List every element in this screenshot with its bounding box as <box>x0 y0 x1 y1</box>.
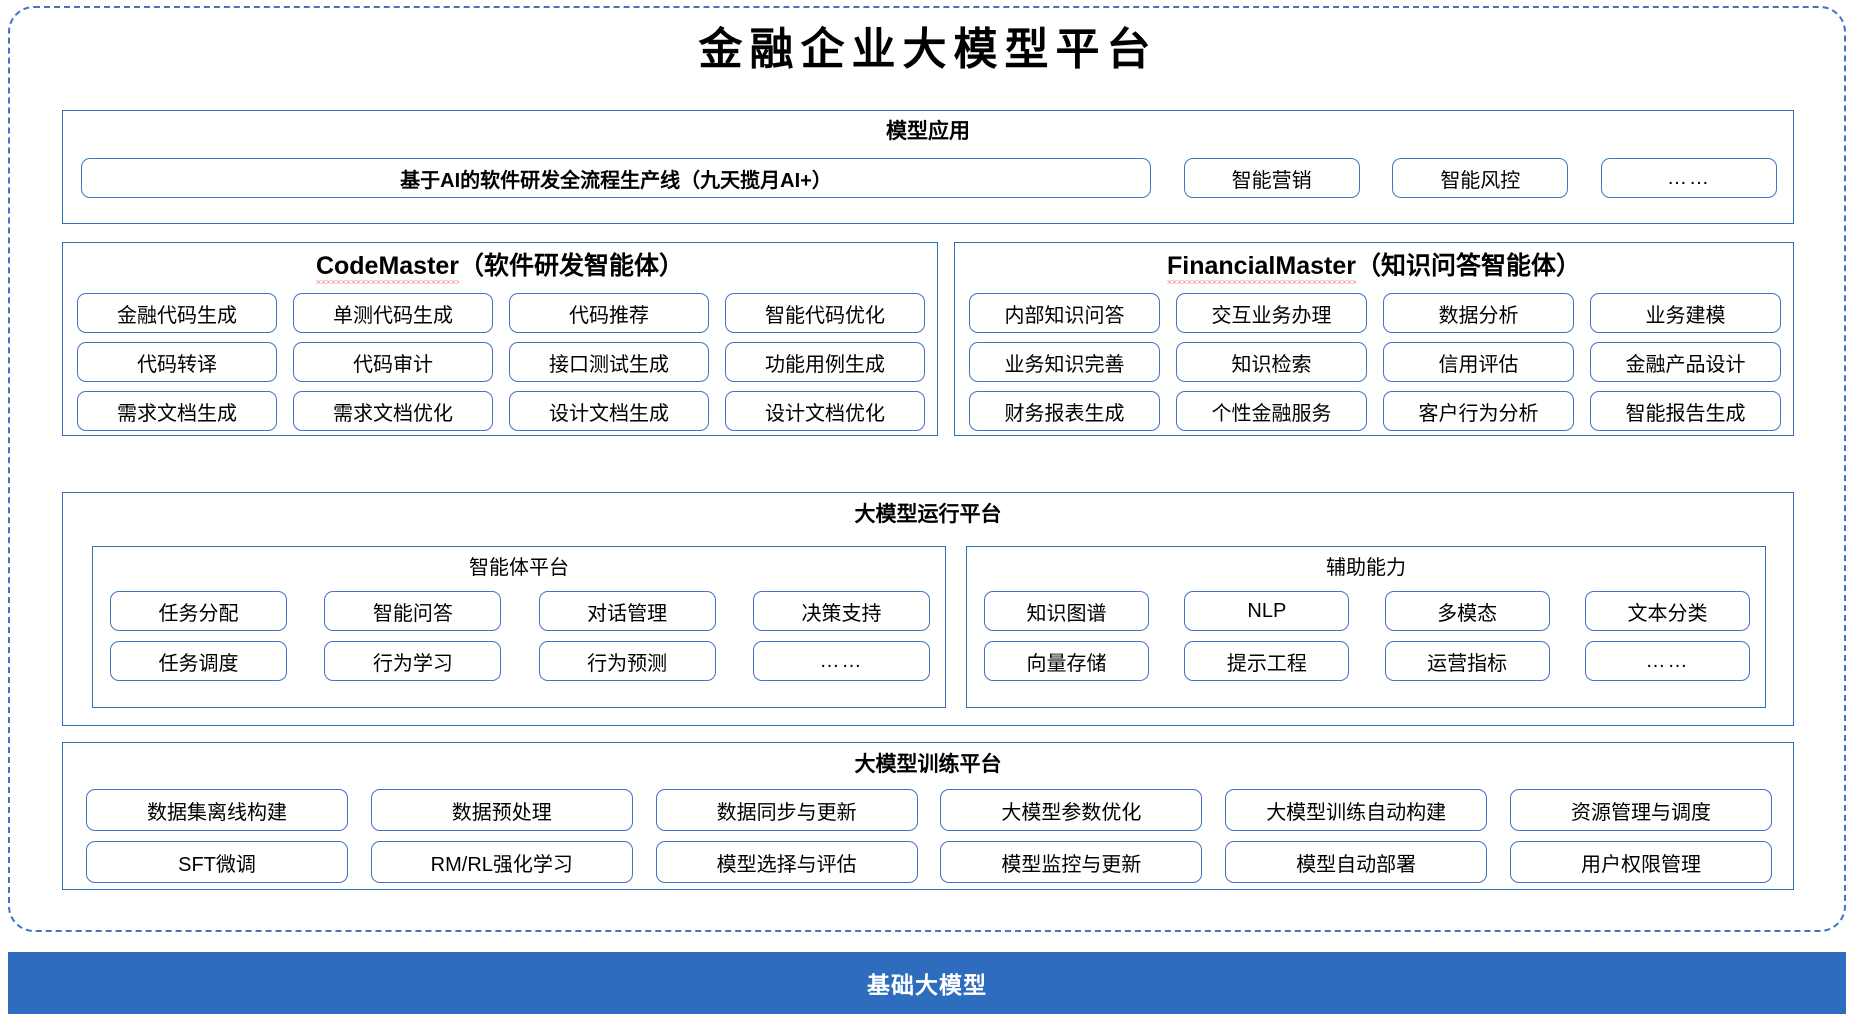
runtime-section-0-chip[interactable]: 任务分配 <box>110 591 287 631</box>
agent-financialmaster-chip[interactable]: 信用评估 <box>1383 342 1574 382</box>
agent-suffix-codemaster: （软件研发智能体） <box>459 252 685 280</box>
agent-codemaster-chip[interactable]: 代码审计 <box>293 342 493 382</box>
runtime-section-0-chip[interactable]: 对话管理 <box>538 591 716 631</box>
agent-title-codemaster: CodeMaster（软件研发智能体） <box>63 252 937 283</box>
subgrid-auxiliary-capability: 知识图谱 NLP 多模态文本分类向量存储提示工程运营指标 …… <box>984 591 1750 681</box>
agent-codemaster-chip[interactable]: 单测代码生成 <box>293 293 493 333</box>
runtime-section-0-chip[interactable]: 智能问答 <box>324 591 502 631</box>
agent-codemaster-chip[interactable]: 接口测试生成 <box>509 342 709 382</box>
agent-financialmaster-chip[interactable]: 数据分析 <box>1383 293 1574 333</box>
runtime-section-1-chip[interactable]: 提示工程 <box>1184 641 1350 681</box>
subpanel-title-auxiliary-capability: 辅助能力 <box>1326 557 1406 579</box>
agent-grid-financialmaster: 内部知识问答交互业务办理数据分析业务建模业务知识完善知识检索信用评估金融产品设计… <box>969 293 1781 431</box>
agent-financialmaster-chip[interactable]: 业务建模 <box>1590 293 1781 333</box>
training-chip-row-row: 数据集离线构建数据预处理数据同步与更新大模型参数优化大模型训练自动构建资源管理与… <box>86 789 1772 831</box>
agent-panel-financialmaster: FinancialMaster（知识问答智能体） 内部知识问答交互业务办理数据分… <box>954 242 1794 436</box>
agent-financialmaster-chip[interactable]: 财务报表生成 <box>969 391 1160 431</box>
subgrid-agent-platform: 任务分配智能问答对话管理决策支持任务调度行为学习行为预测…… <box>110 591 930 681</box>
runtime-platform-title: 大模型运行平台 <box>854 503 1002 526</box>
base-model-bar: 基础大模型 <box>8 952 1846 1014</box>
training-chip-row-chip[interactable]: 用户权限管理 <box>1509 841 1772 883</box>
agent-codemaster-chip[interactable]: 需求文档生成 <box>77 391 277 431</box>
agent-codemaster-chip[interactable]: 代码推荐 <box>509 293 709 333</box>
runtime-section-0-row: 任务分配智能问答对话管理决策支持 <box>110 591 930 631</box>
page-title: 金融企业大模型平台 <box>698 24 1158 75</box>
agent-codemaster-chip[interactable]: 需求文档优化 <box>293 391 493 431</box>
training-platform-grid: 数据集离线构建数据预处理数据同步与更新大模型参数优化大模型训练自动构建资源管理与… <box>86 789 1772 883</box>
training-chip-row-chip[interactable]: 模型监控与更新 <box>940 841 1203 883</box>
agent-codemaster-chip[interactable]: 金融代码生成 <box>77 293 277 333</box>
runtime-section-1-row: 知识图谱 NLP 多模态文本分类 <box>984 591 1750 631</box>
training-chip-row-chip[interactable]: 模型选择与评估 <box>655 841 918 883</box>
runtime-section-0-chip[interactable]: 决策支持 <box>752 591 930 631</box>
outer-dashed-frame <box>8 6 1846 932</box>
training-chip-row-chip[interactable]: 数据预处理 <box>370 789 633 831</box>
agent-financialmaster-chip[interactable]: 内部知识问答 <box>969 293 1160 333</box>
model-application-panel: 模型应用 基于AI的软件研发全流程生产线（九天揽月AI+） 智能营销智能风控 …… <box>62 110 1794 224</box>
runtime-section-0-chip[interactable]: 行为学习 <box>324 641 502 681</box>
base-model-label: 基础大模型 <box>867 972 987 998</box>
training-chip-row-chip[interactable]: 大模型参数优化 <box>940 789 1203 831</box>
agent-grid-codemaster: 金融代码生成单测代码生成代码推荐智能代码优化代码转译代码审计接口测试生成功能用例… <box>77 293 925 431</box>
agent-codemaster-row: 需求文档生成需求文档优化设计文档生成设计文档优化 <box>77 391 925 431</box>
application-chip[interactable]: 基于AI的软件研发全流程生产线（九天揽月AI+） <box>81 158 1151 198</box>
agent-title-financialmaster: FinancialMaster（知识问答智能体） <box>955 252 1793 283</box>
agent-financialmaster-chip[interactable]: 金融产品设计 <box>1590 342 1781 382</box>
training-chip-row-chip[interactable]: 模型自动部署 <box>1225 841 1488 883</box>
training-chip-row-chip[interactable]: 大模型训练自动构建 <box>1225 789 1488 831</box>
training-chip-row-chip[interactable]: RM/RL强化学习 <box>370 841 633 883</box>
agent-codemaster-chip[interactable]: 设计文档生成 <box>509 391 709 431</box>
agent-financialmaster-chip[interactable]: 知识检索 <box>1176 342 1367 382</box>
runtime-section-0-chip[interactable]: 任务调度 <box>110 641 287 681</box>
agent-financialmaster-chip[interactable]: 业务知识完善 <box>969 342 1160 382</box>
agent-suffix-financialmaster: （知识问答智能体） <box>1355 252 1581 280</box>
agent-codemaster-chip[interactable]: 代码转译 <box>77 342 277 382</box>
agent-codemaster-chip[interactable]: 功能用例生成 <box>725 342 925 382</box>
runtime-section-1-chip[interactable]: 向量存储 <box>984 641 1149 681</box>
agent-codemaster-row: 金融代码生成单测代码生成代码推荐智能代码优化 <box>77 293 925 333</box>
agent-financialmaster-row: 财务报表生成个性金融服务客户行为分析智能报告生成 <box>969 391 1781 431</box>
subpanel-agent-platform: 智能体平台 任务分配智能问答对话管理决策支持任务调度行为学习行为预测…… <box>92 546 946 708</box>
runtime-section-1-row: 向量存储提示工程运营指标 …… <box>984 641 1750 681</box>
model-application-title: 模型应用 <box>886 120 970 143</box>
agent-codemaster-row: 代码转译代码审计接口测试生成功能用例生成 <box>77 342 925 382</box>
training-chip-row-chip[interactable]: SFT微调 <box>86 841 348 883</box>
application-chip[interactable]: 智能营销 <box>1183 158 1360 198</box>
runtime-platform-panel: 大模型运行平台 智能体平台 任务分配智能问答对话管理决策支持任务调度行为学习行为… <box>62 492 1794 726</box>
runtime-section-1-chip[interactable]: 运营指标 <box>1384 641 1550 681</box>
runtime-section-1-chip[interactable]: …… <box>1584 641 1750 681</box>
runtime-section-1-chip[interactable]: 知识图谱 <box>984 591 1149 631</box>
runtime-section-1-chip[interactable]: 多模态 <box>1384 591 1550 631</box>
training-platform-panel: 大模型训练平台 数据集离线构建数据预处理数据同步与更新大模型参数优化大模型训练自… <box>62 742 1794 890</box>
runtime-section-0-row: 任务调度行为学习行为预测 …… <box>110 641 930 681</box>
application-chip[interactable]: 智能风控 <box>1392 158 1569 198</box>
runtime-section-1-chip[interactable]: NLP <box>1184 591 1350 631</box>
training-chip-row-chip[interactable]: 资源管理与调度 <box>1509 789 1772 831</box>
training-platform-title: 大模型训练平台 <box>854 753 1002 776</box>
model-application-items: 基于AI的软件研发全流程生产线（九天揽月AI+） 智能营销智能风控 …… <box>81 158 1777 198</box>
training-chip-row-chip[interactable]: 数据同步与更新 <box>655 789 918 831</box>
application-chip[interactable]: …… <box>1600 158 1777 198</box>
runtime-section-1-chip[interactable]: 文本分类 <box>1584 591 1750 631</box>
agent-financialmaster-row: 内部知识问答交互业务办理数据分析业务建模 <box>969 293 1781 333</box>
agent-name-codemaster: CodeMaster <box>315 252 460 283</box>
agent-codemaster-chip[interactable]: 智能代码优化 <box>725 293 925 333</box>
agent-name-financialmaster: FinancialMaster <box>1167 252 1356 283</box>
agent-financialmaster-row: 业务知识完善知识检索信用评估金融产品设计 <box>969 342 1781 382</box>
runtime-section-0-chip[interactable]: …… <box>752 641 930 681</box>
training-chip-row-row: SFT微调 RM/RL强化学习模型选择与评估模型监控与更新模型自动部署用户权限管理 <box>86 841 1772 883</box>
agent-panel-codemaster: CodeMaster（软件研发智能体） 金融代码生成单测代码生成代码推荐智能代码… <box>62 242 938 436</box>
agent-codemaster-chip[interactable]: 设计文档优化 <box>725 391 925 431</box>
agent-financialmaster-chip[interactable]: 个性金融服务 <box>1176 391 1367 431</box>
agent-financialmaster-chip[interactable]: 智能报告生成 <box>1590 391 1781 431</box>
subpanel-title-agent-platform: 智能体平台 <box>469 557 569 579</box>
training-chip-row-chip[interactable]: 数据集离线构建 <box>86 789 348 831</box>
runtime-section-0-chip[interactable]: 行为预测 <box>538 641 716 681</box>
agent-financialmaster-chip[interactable]: 客户行为分析 <box>1383 391 1574 431</box>
agent-financialmaster-chip[interactable]: 交互业务办理 <box>1176 293 1367 333</box>
subpanel-auxiliary-capability: 辅助能力 知识图谱 NLP 多模态文本分类向量存储提示工程运营指标 …… <box>966 546 1766 708</box>
